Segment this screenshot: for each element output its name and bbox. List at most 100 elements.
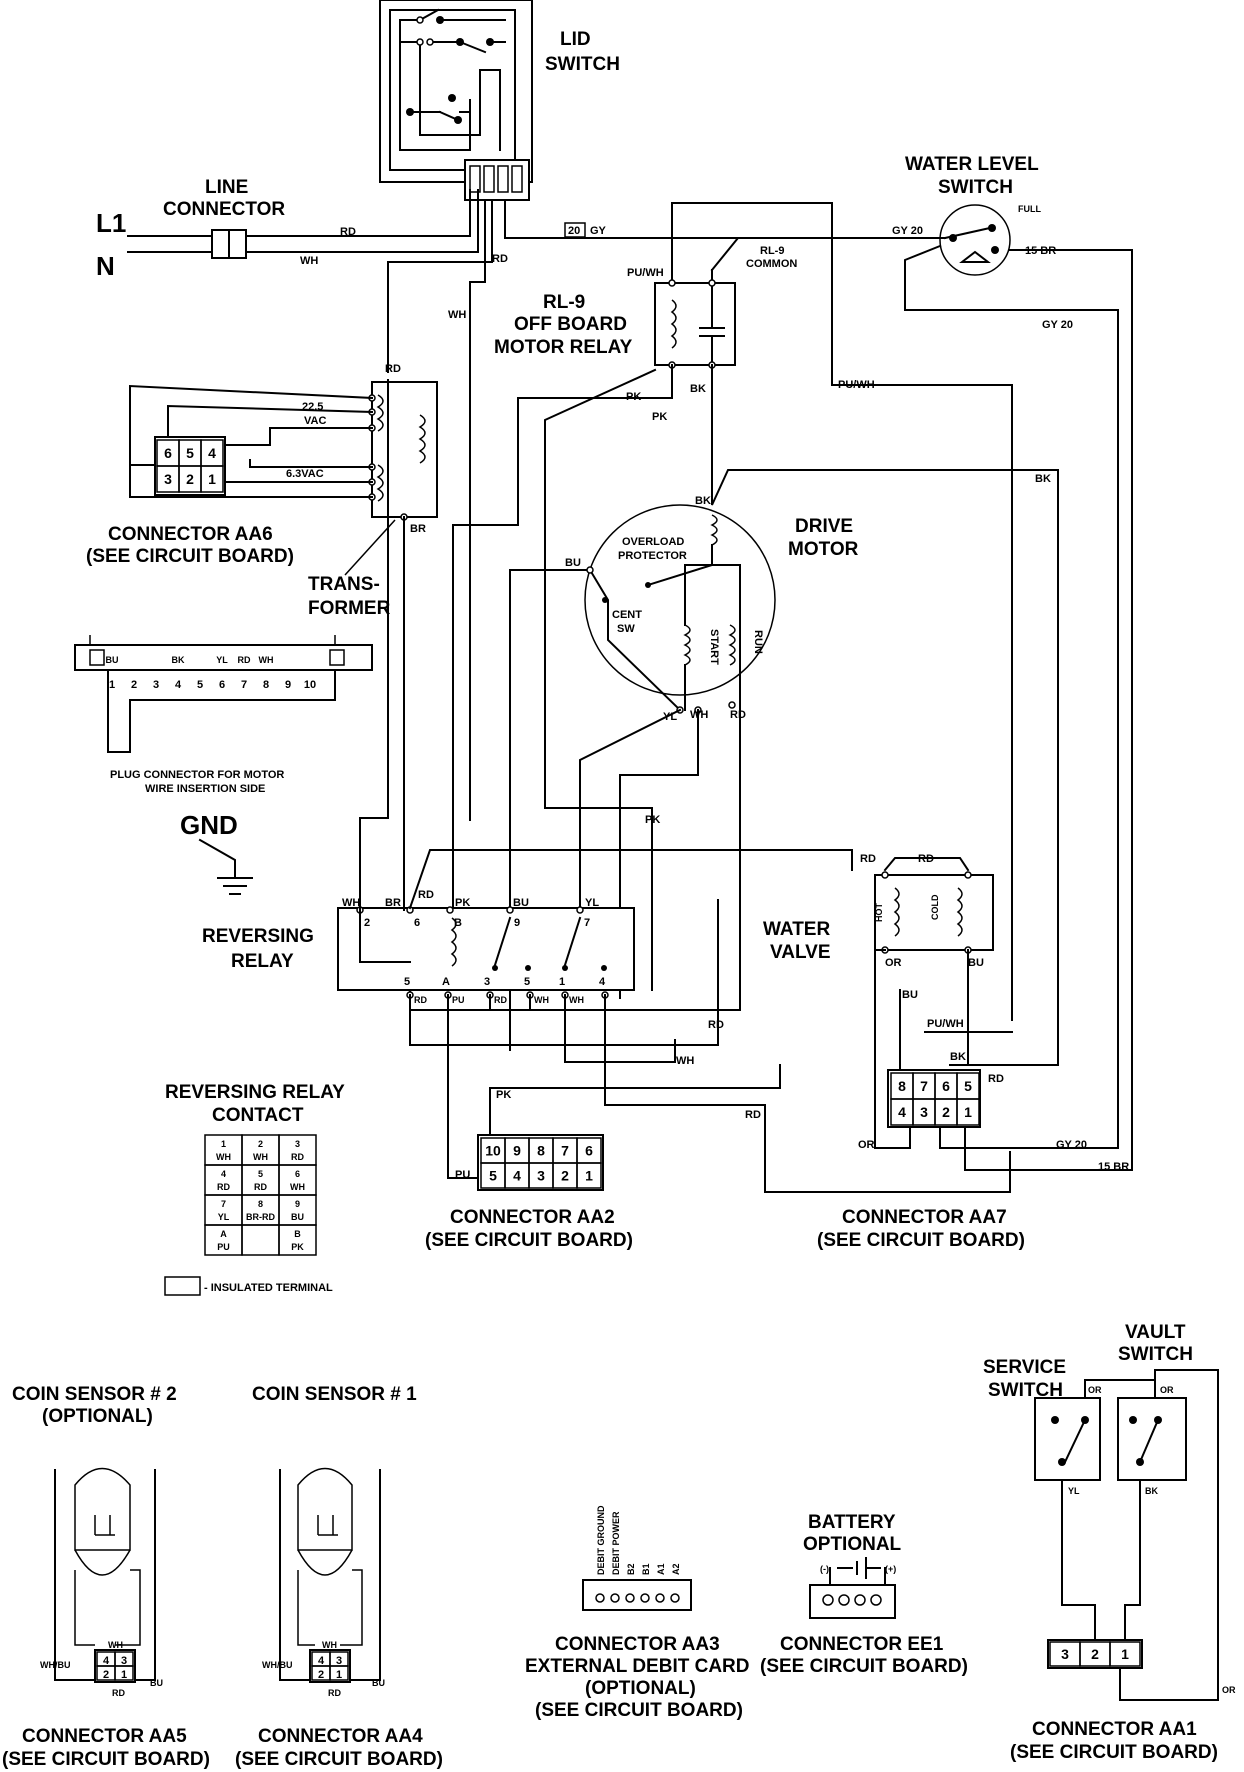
wire-label: RD [918, 853, 934, 865]
aa3-pin [625, 1593, 635, 1603]
wire-label: BK [1145, 1486, 1158, 1496]
wire-label: WH [108, 1640, 123, 1650]
rl9-label: RL-9 [543, 292, 585, 313]
wire-label: RD [492, 253, 508, 265]
aa1-sub: (SEE CIRCUIT BOARD) [1010, 1742, 1218, 1763]
aa5-pin: 2 [103, 1669, 109, 1681]
transformer: 22.5 VAC 6.3VAC TRANS- FORMER BR [129, 381, 438, 863]
aa3-pin-label: DEBIT POWER [611, 1511, 621, 1575]
contact-wire: BU [291, 1212, 304, 1222]
aa5-pin: 4 [103, 1655, 110, 1667]
relay-terminal-label: 5 [404, 976, 410, 988]
lid-switch: LID SWITCH [379, 0, 620, 201]
drive-motor-label-2: MOTOR [788, 539, 859, 560]
relay-terminal-label: B [454, 917, 462, 929]
aa7-pin: 5 [964, 1078, 972, 1094]
plug-label-2: WIRE INSERTION SIDE [145, 783, 265, 795]
relay-terminal-label: 7 [584, 917, 590, 929]
wire-label: RD [860, 853, 876, 865]
aa1-label: CONNECTOR AA1 [1032, 1719, 1197, 1740]
aa7-pin: 6 [942, 1078, 950, 1094]
wire-label: WH [448, 309, 466, 321]
service-vault-switch: SERVICE SWITCH VAULT SWITCH OR OR OR YL … [983, 1322, 1236, 1763]
aa3-pin [655, 1593, 665, 1603]
wire-label: WH [676, 1055, 694, 1067]
aa2-pin: 10 [485, 1143, 501, 1159]
wire-label: YL [585, 897, 599, 909]
relay-terminal-label: 2 [364, 917, 370, 929]
aa6-pin: 5 [186, 445, 194, 461]
lid-switch-label-2: SWITCH [545, 54, 620, 75]
wire-label: BU [902, 989, 918, 1001]
aa1-pin: 3 [1061, 1646, 1069, 1662]
relay-terminal [446, 906, 454, 914]
wire-label: PK [496, 1089, 511, 1101]
transformer-label: TRANS- [308, 574, 380, 595]
aa4-pin: 1 [336, 1669, 342, 1681]
contact-number: 1 [221, 1139, 226, 1149]
vac-label: 6.3VAC [286, 468, 324, 480]
ee1-pin [854, 1594, 866, 1606]
plug-pin-color: BK [172, 655, 185, 665]
wire-label: 15 BR [1098, 1161, 1129, 1173]
wire-label: BU [150, 1678, 163, 1688]
relay-wire-label: WH [534, 995, 549, 1005]
wire-label: WH [300, 255, 318, 267]
plug-pin-number: 8 [263, 679, 269, 691]
wire-label: PK [455, 897, 470, 909]
coin-sensor-1-label: COIN SENSOR # 1 [252, 1384, 417, 1405]
contact-wire: BR-RD [246, 1212, 275, 1222]
contact-number: 5 [258, 1169, 263, 1179]
aa2-pin: 9 [513, 1143, 521, 1159]
water-level-switch: WATER LEVEL SWITCH FULL 15 BR GY 20 [904, 154, 1133, 1171]
aa2-pin: 2 [561, 1168, 569, 1184]
contact-wire: PU [217, 1242, 230, 1252]
aa2-sub: (SEE CIRCUIT BOARD) [425, 1230, 633, 1251]
wire-label: BK [695, 495, 711, 507]
plug-label: PLUG CONNECTOR FOR MOTOR [110, 769, 284, 781]
contact-table: REVERSING RELAY CONTACT 1WH2WH3RD4RD5RD6… [165, 1082, 345, 1256]
wire-label: RD [328, 1688, 341, 1698]
aa2-pin: 5 [489, 1168, 497, 1184]
aa3-label: CONNECTOR AA3 [555, 1634, 720, 1655]
overload-label-2: PROTECTOR [618, 550, 687, 562]
aa3-pin [670, 1593, 680, 1603]
wire-label: OR [885, 957, 902, 969]
coin-sensor-2-label: COIN SENSOR # 2 [12, 1384, 177, 1405]
relay-terminal-label: 1 [559, 976, 565, 988]
aa7-sub: (SEE CIRCUIT BOARD) [817, 1230, 1025, 1251]
wire-label: PU/WH [838, 379, 875, 391]
aa6-label: CONNECTOR AA6 [108, 524, 273, 545]
aa7-pin: 2 [942, 1104, 950, 1120]
aa7-pin: 3 [920, 1104, 928, 1120]
overload-label: OVERLOAD [622, 536, 684, 548]
insulated-terminal-legend: - INSULATED TERMINAL [164, 1276, 333, 1296]
aa3-sub: EXTERNAL DEBIT CARD [525, 1656, 750, 1677]
wire-label: WH [322, 1640, 337, 1650]
aa3-pin [640, 1593, 650, 1603]
insulated-terminal-label: - INSULATED TERMINAL [204, 1282, 333, 1294]
contact-number: 4 [221, 1169, 226, 1179]
plug-pin-number: 3 [153, 679, 159, 691]
plug-pin-number: 6 [219, 679, 225, 691]
aa2-pin: 4 [513, 1168, 521, 1184]
aa5-label: CONNECTOR AA5 [22, 1726, 187, 1747]
wire-label: 20 [568, 225, 580, 237]
contact-wire: PK [291, 1242, 304, 1252]
cent-sw-label-2: SW [617, 623, 635, 635]
wire-label: WH/BU [40, 1660, 71, 1670]
aa7-pin: 1 [964, 1104, 972, 1120]
ee1-sub: (SEE CIRCUIT BOARD) [760, 1656, 968, 1677]
n-label: N [96, 251, 115, 281]
wire-label: BU [565, 557, 581, 569]
aa4-pin: 2 [318, 1669, 324, 1681]
aa3-pin-label: A1 [656, 1563, 666, 1575]
aa7-pin: 8 [898, 1078, 906, 1094]
contact-number: 6 [295, 1169, 300, 1179]
relay-terminal [576, 906, 584, 914]
wire-label: RD [988, 1073, 1004, 1085]
service-switch-label-2: SWITCH [988, 1380, 1063, 1401]
